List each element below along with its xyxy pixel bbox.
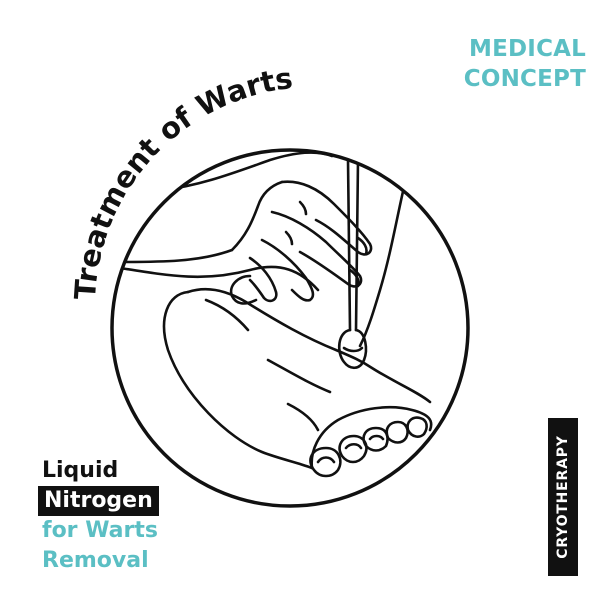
medical-concept-title: MEDICAL CONCEPT (464, 34, 586, 94)
cryotherapy-label: CRYOTHERAPY (555, 435, 571, 559)
caption-line4: Removal (42, 548, 149, 573)
caption-line2-highlight: Nitrogen (38, 486, 159, 516)
caption-block: Liquid Nitrogen for Warts Removal (38, 456, 159, 576)
corner-title-line1: MEDICAL (469, 36, 586, 62)
hand-illustration (118, 151, 373, 305)
foot-illustration (118, 168, 433, 478)
caption-line1: Liquid (42, 458, 119, 483)
caption-line3: for Warts (42, 518, 158, 543)
cotton-swab-icon (337, 157, 368, 370)
medallion-circle (110, 148, 470, 508)
cryotherapy-tag: CRYOTHERAPY (548, 418, 578, 576)
arc-title: Treatment of Warts (68, 61, 295, 301)
corner-title-line2: CONCEPT (463, 66, 586, 92)
